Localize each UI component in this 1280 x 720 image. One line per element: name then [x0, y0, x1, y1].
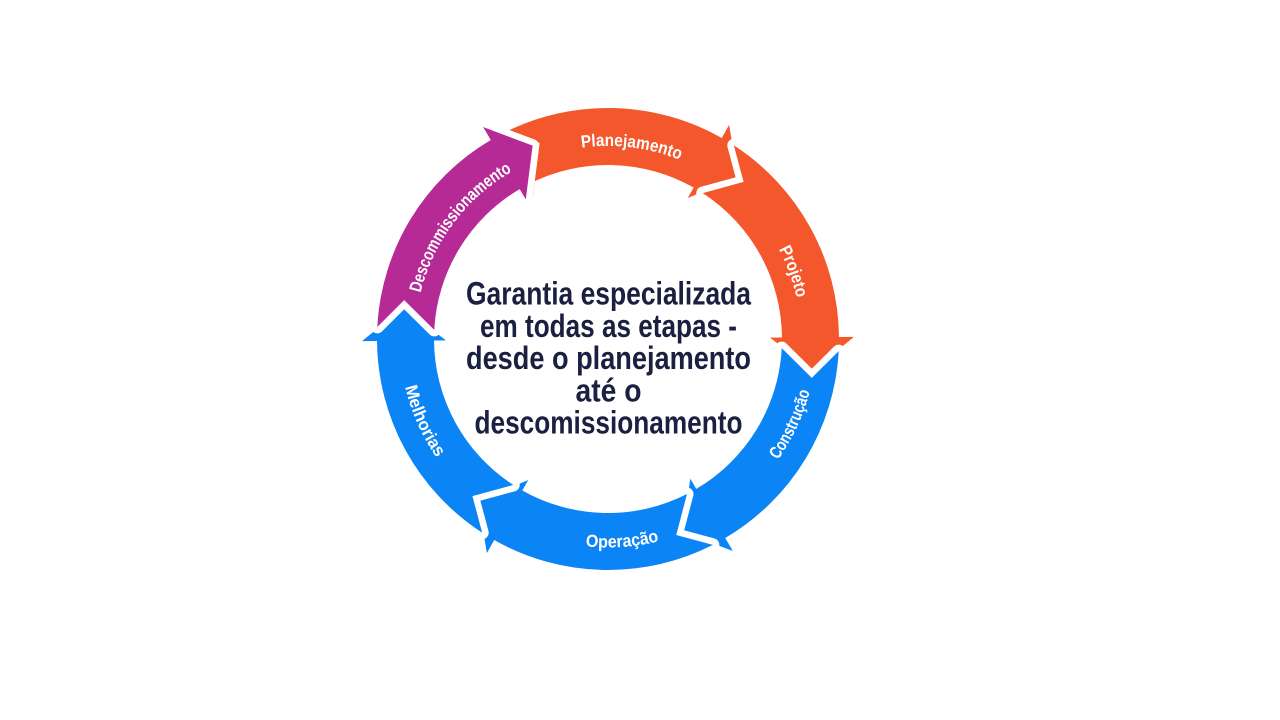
svg-text:até o: até o — [576, 372, 642, 408]
svg-text:em todas as etapas -: em todas as etapas - — [480, 308, 737, 344]
svg-text:descomissionamento: descomissionamento — [475, 405, 743, 441]
svg-text:desde o planejamento: desde o planejamento — [466, 340, 751, 376]
svg-text:Garantia especializada: Garantia especializada — [466, 276, 751, 312]
